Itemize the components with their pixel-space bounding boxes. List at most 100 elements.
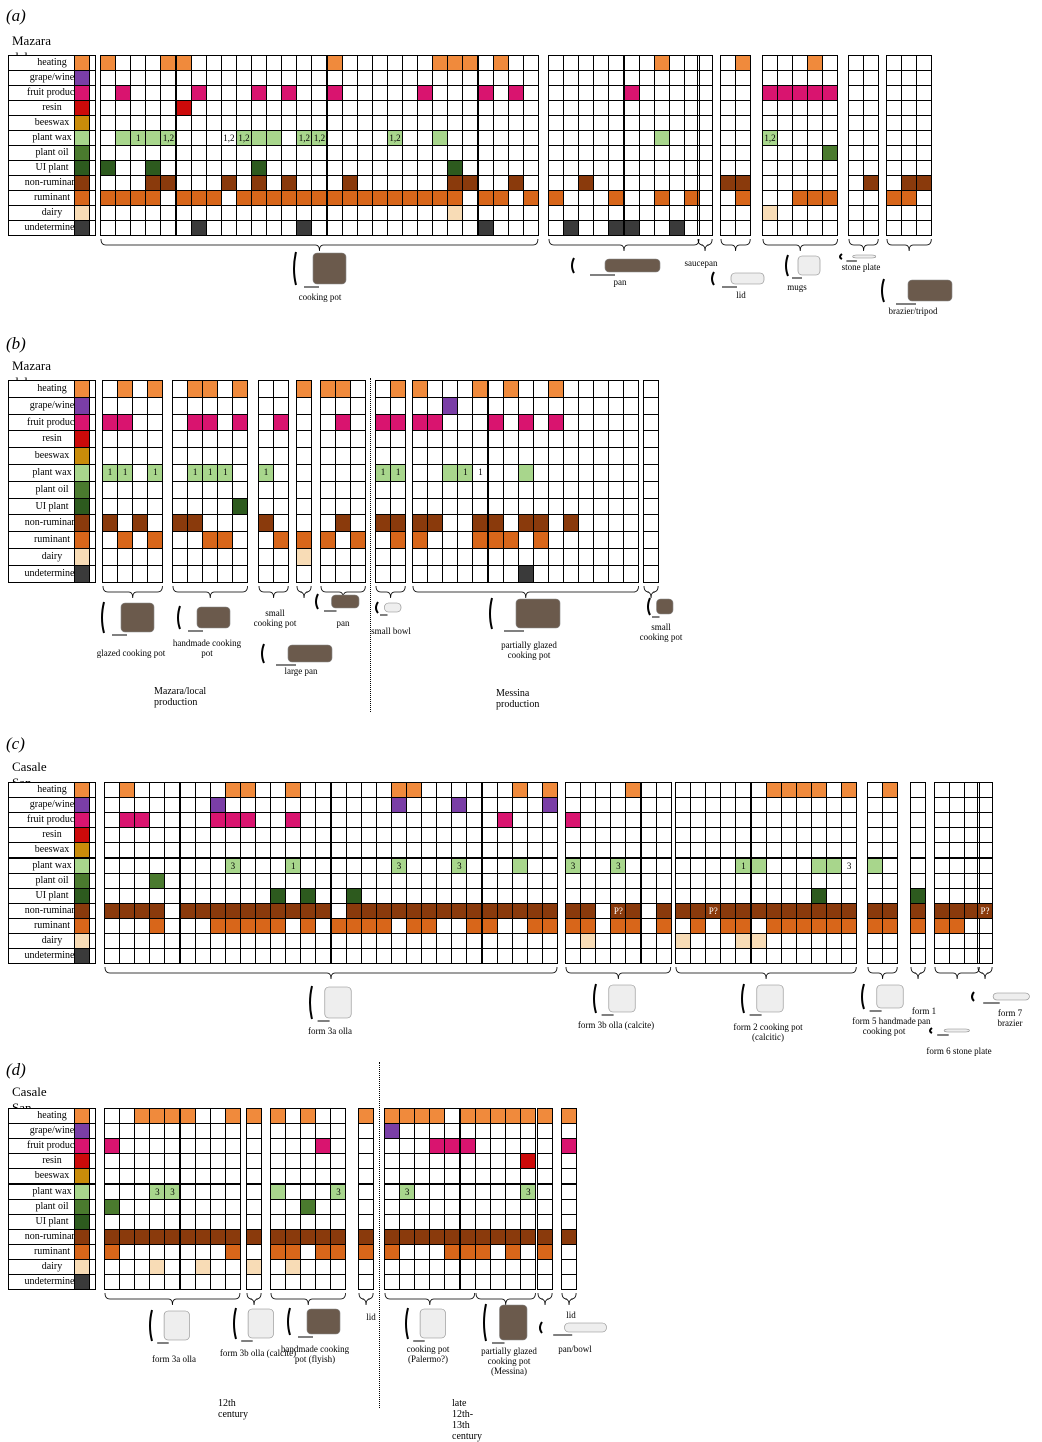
grid-cell (320, 464, 337, 482)
grid-cell (432, 145, 449, 161)
grid-cell (492, 85, 509, 101)
grid-cell (102, 514, 119, 533)
grid-cell (350, 564, 367, 583)
grid-cell (526, 782, 543, 799)
grid-cell (285, 1153, 302, 1170)
grid-cell (172, 464, 189, 482)
grid-cell (251, 160, 268, 176)
grid-cell (164, 1123, 181, 1140)
grid-cell (762, 175, 779, 191)
grid-cell (517, 447, 534, 465)
grid-cell (371, 130, 388, 146)
grid-cell (472, 447, 489, 465)
grid-cell (822, 220, 839, 236)
grid-cell (459, 1183, 476, 1200)
grid-cell (765, 782, 782, 799)
grid-cell (296, 430, 313, 449)
grid-cell (511, 857, 528, 874)
grid-cell (273, 564, 290, 583)
grid-cell (281, 55, 298, 71)
grid-cell (886, 55, 903, 71)
grid-cell (147, 396, 164, 415)
grid-cell (668, 160, 685, 176)
grid-cell (300, 1183, 317, 1200)
grid-cell (296, 464, 313, 482)
grid-cell (172, 480, 189, 499)
grid-cell (350, 514, 367, 533)
grid-cell (406, 797, 423, 814)
grid-cell (375, 497, 392, 516)
grid-cell (653, 160, 670, 176)
grid-cell (561, 1183, 578, 1200)
grid-cell (690, 887, 707, 904)
grid-cell: 1 (258, 464, 275, 482)
grid-cell (826, 933, 843, 950)
grid-cell (623, 160, 640, 176)
grid-cell (593, 531, 610, 549)
grid-cell (522, 145, 539, 161)
grid-cell (266, 55, 283, 71)
grid-cell (399, 1243, 416, 1260)
grid-cell (916, 85, 933, 101)
grid-cell (462, 85, 479, 101)
grid-cell (375, 514, 392, 533)
grid-cell (457, 380, 474, 398)
grid-cell (608, 160, 625, 176)
grid-cell (194, 842, 211, 859)
grid-cell (720, 130, 737, 146)
grid-cell (432, 160, 449, 176)
grid-cell (475, 1108, 492, 1125)
grid-cell (625, 842, 642, 859)
grid-cell (119, 917, 136, 934)
grid-cell (565, 782, 582, 799)
grid-cell (429, 1183, 446, 1200)
grid-cell (690, 827, 707, 844)
grid-cell (765, 933, 782, 950)
grid-cell (251, 100, 268, 116)
grid-cell (977, 842, 994, 859)
grid-cell: P? (705, 902, 722, 919)
grid-cell (810, 827, 827, 844)
group-brace (977, 967, 993, 980)
grid-cell (296, 413, 313, 432)
grid-cell (406, 887, 423, 904)
grid-cell (350, 447, 367, 465)
grid-cell (205, 220, 222, 236)
grid-cell (910, 842, 927, 859)
grid-cell (217, 564, 234, 583)
grid-cell (258, 396, 275, 415)
grid-cell (934, 857, 951, 874)
grid-cell (593, 480, 610, 499)
grid-cell (194, 782, 211, 799)
grid-cell (296, 115, 313, 131)
grid-cell (496, 827, 513, 844)
grid-cell (720, 100, 737, 116)
grid-cell (610, 872, 627, 889)
grid-cell (326, 55, 343, 71)
category-swatch (74, 902, 90, 919)
grid-cell (496, 902, 513, 919)
grid-cell (104, 1259, 121, 1276)
grid-cell (417, 175, 434, 191)
grid-cell (697, 175, 714, 191)
grid-cell (179, 782, 196, 799)
grid-cell (466, 782, 483, 799)
grid-cell (910, 797, 927, 814)
grid-cell (164, 1168, 181, 1185)
grid-cell (490, 1123, 507, 1140)
grid-cell (520, 1274, 537, 1291)
grid-cell (132, 480, 149, 499)
grid-cell (848, 85, 865, 101)
grid-cell (300, 797, 317, 814)
grid-cell (481, 872, 498, 889)
grid-cell (375, 782, 392, 799)
grid-cell (119, 857, 136, 874)
grid-cell (117, 396, 134, 415)
grid-cell (502, 464, 519, 482)
grid-cell (164, 1228, 181, 1245)
grid-cell (145, 190, 162, 206)
grid-cell (477, 100, 494, 116)
grid-cell (104, 827, 121, 844)
grid-cell (360, 948, 377, 965)
grid-cell (104, 933, 121, 950)
